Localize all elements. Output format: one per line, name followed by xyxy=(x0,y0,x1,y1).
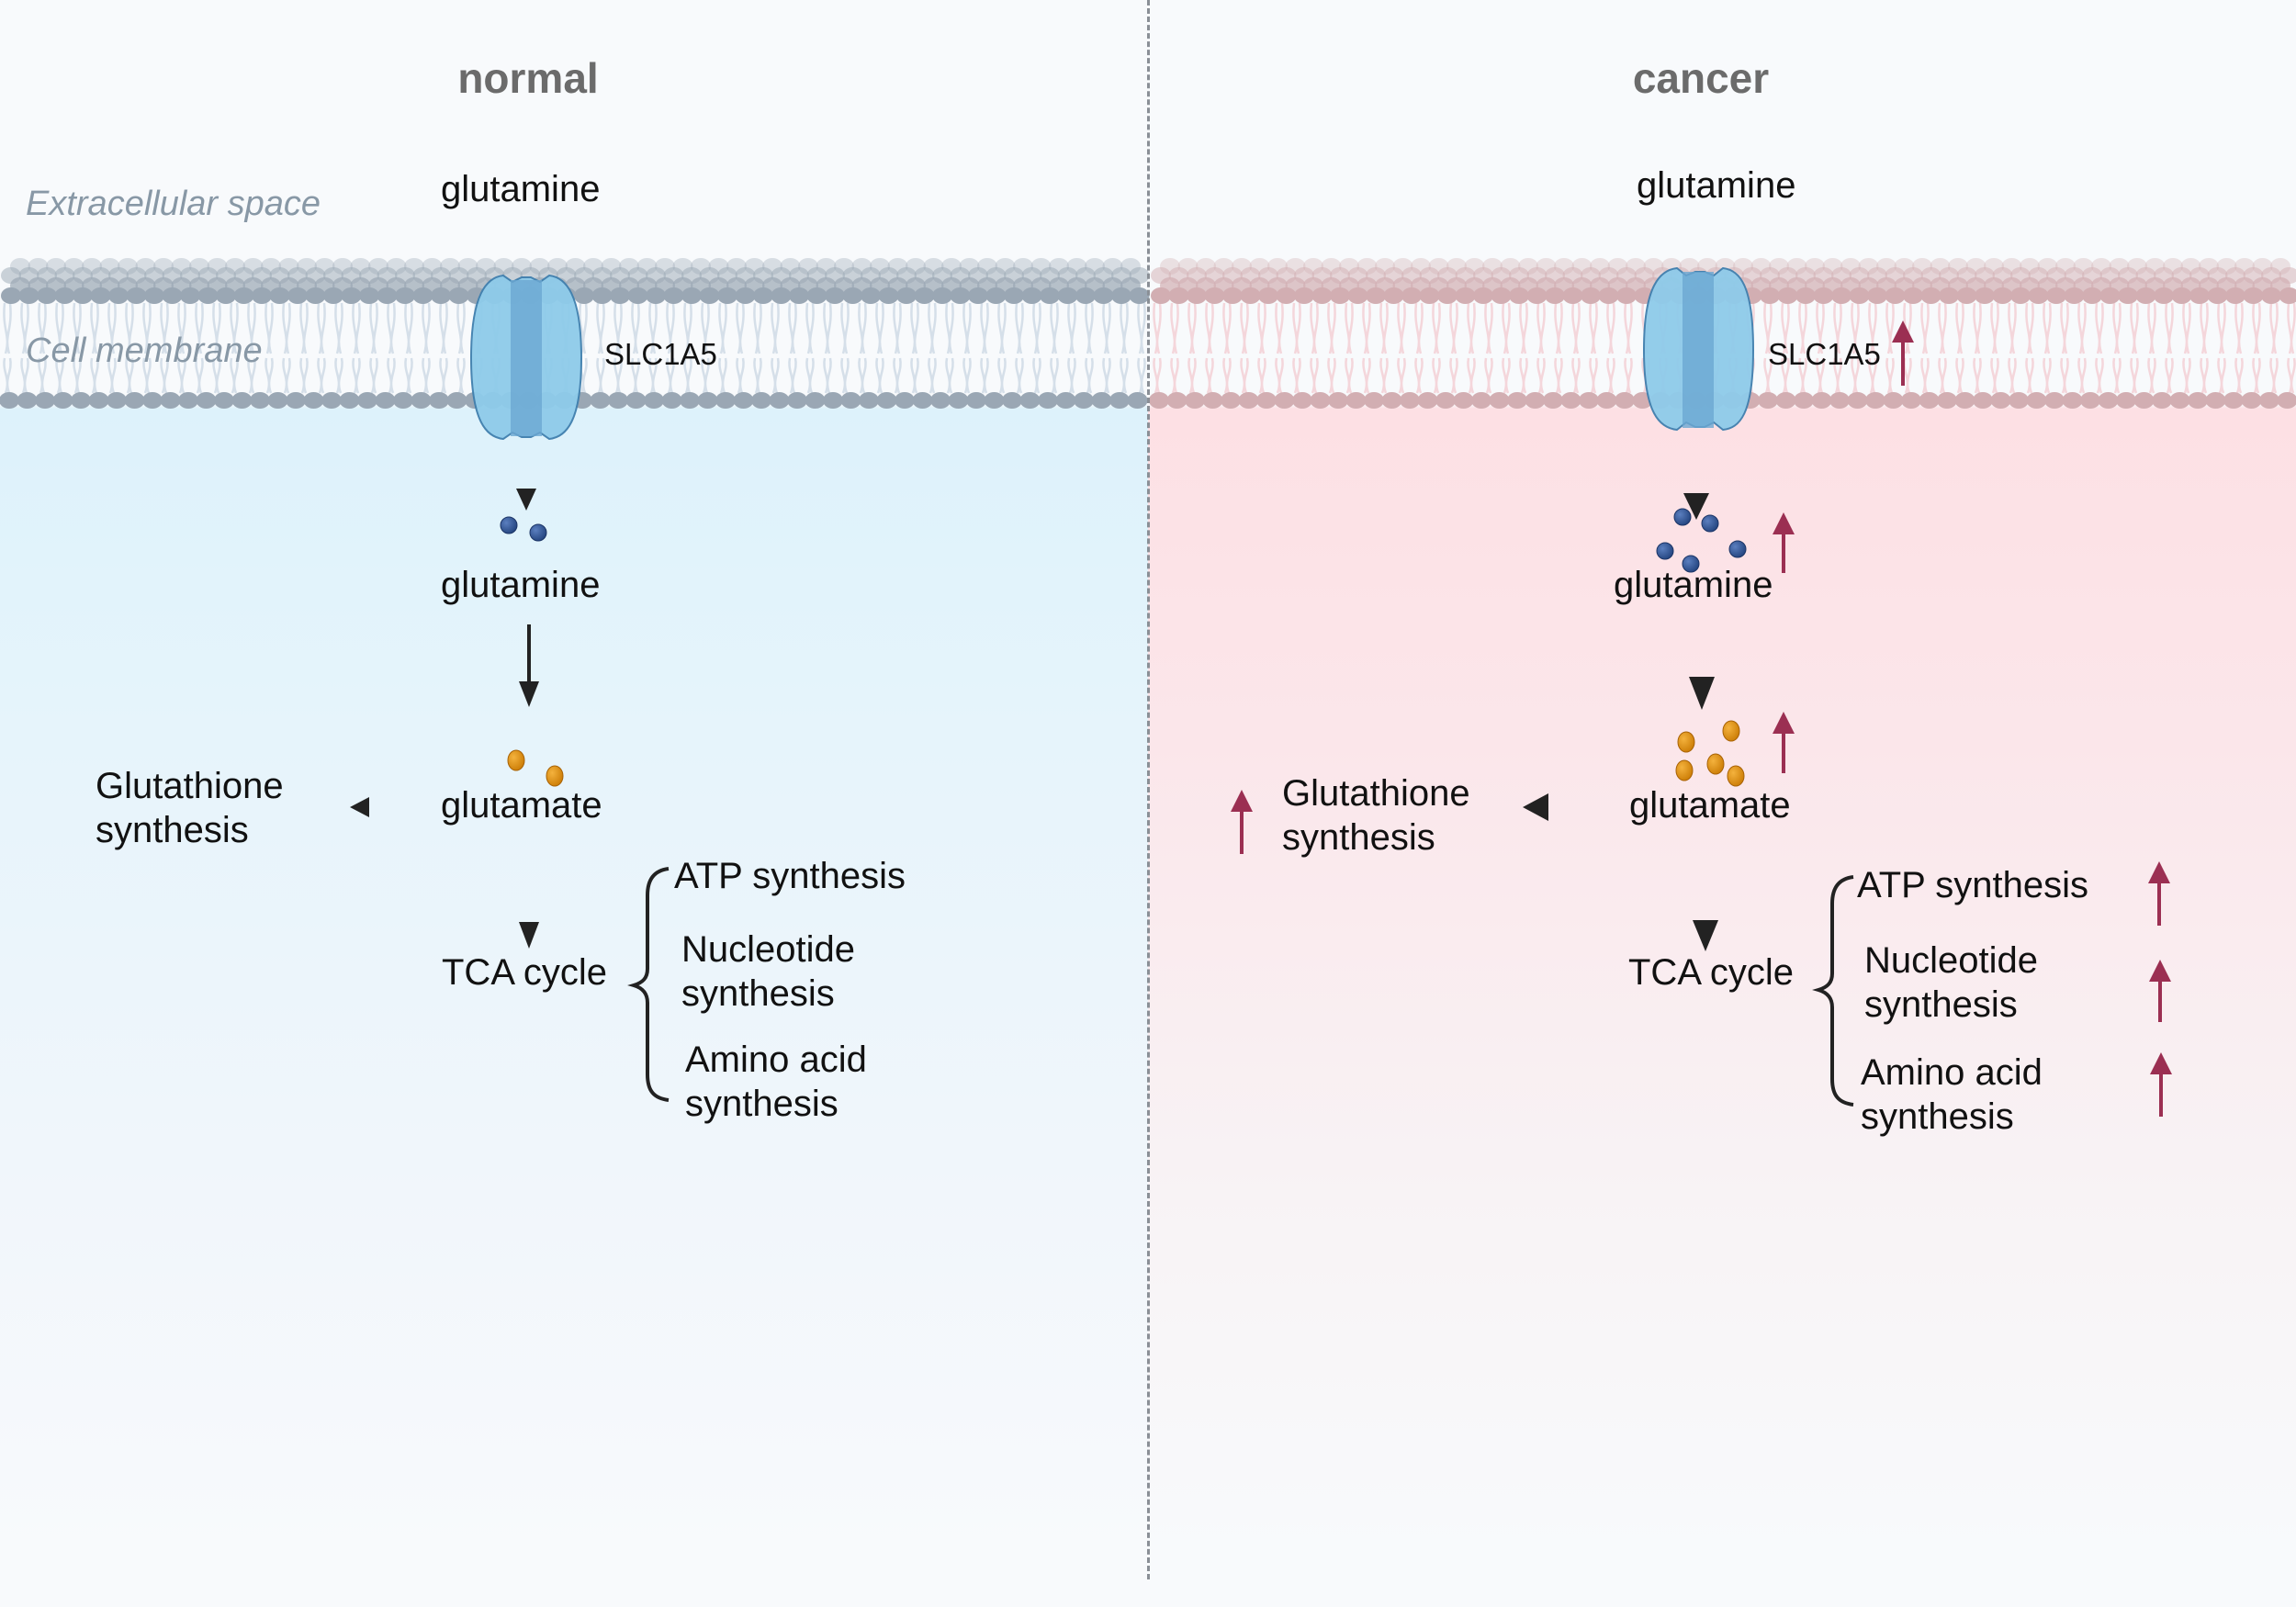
glutamate-to-tca-arrow-cancer xyxy=(1693,863,1718,951)
glutamine-molecule-normal xyxy=(500,516,518,534)
up-arrow-amino-acid-synthesis-icon xyxy=(2150,1052,2172,1117)
glutamine-molecule-cancer xyxy=(1701,514,1719,533)
up-arrow-slc1a5-icon xyxy=(1892,320,1914,386)
glutamine-molecule-cancer xyxy=(1656,542,1674,560)
glutathione-synthesis-cancer: Glutathione synthesis xyxy=(1282,773,1470,858)
upregulation-arrows xyxy=(1231,320,2172,1117)
glutamine-to-glutamate-arrow-cancer xyxy=(1689,624,1715,710)
slc1a5-label-normal: SLC1A5 xyxy=(604,337,717,371)
extracellular-space-label: Extracellular space xyxy=(26,185,321,223)
tca-cycle-normal: TCA cycle xyxy=(442,952,608,993)
up-arrow-atp-synthesis-icon xyxy=(2148,861,2170,926)
up-arrow-glutamine-icon xyxy=(1773,512,1795,573)
nucleotide-synthesis-cancer: Nucleotide synthesis xyxy=(1864,940,2039,1025)
glutamine-intracellular-cancer: glutamine xyxy=(1614,565,1773,605)
brace-cancer xyxy=(1812,875,1854,1107)
glutamate-cancer: glutamate xyxy=(1629,785,1791,826)
glutamate-to-glutathione-arrow-cancer xyxy=(1523,793,1612,821)
nucleotide-synthesis-normal: Nucleotide synthesis xyxy=(681,929,856,1014)
glutamate-molecule-normal xyxy=(507,749,525,771)
cell-membrane-label: Cell membrane xyxy=(26,332,263,370)
glutamine-intracellular-normal: glutamine xyxy=(441,565,601,605)
amino-acid-synthesis-cancer: Amino acid synthesis xyxy=(1861,1052,2043,1137)
glutamate-molecule-cancer xyxy=(1677,731,1695,753)
molecule-dots xyxy=(500,508,1747,787)
up-arrow-nucleotide-synthesis-icon xyxy=(2149,960,2171,1022)
glutamate-to-tca-arrow-normal xyxy=(519,865,539,949)
import-arrow-normal xyxy=(516,225,536,511)
slc1a5-label-cancer: SLC1A5 xyxy=(1768,337,1881,371)
glutamine-molecule-cancer xyxy=(1673,508,1692,526)
glutamine-molecule-normal xyxy=(529,523,547,542)
glutamine-to-glutamate-arrow-normal xyxy=(519,624,539,707)
glutamine-molecule-cancer xyxy=(1682,555,1700,573)
amino-acid-synthesis-normal: Amino acid synthesis xyxy=(685,1039,867,1124)
up-arrow-glutathione-synthesis-icon xyxy=(1231,790,1253,854)
glutamate-molecule-normal xyxy=(546,765,564,787)
glutamate-normal: glutamate xyxy=(441,785,602,826)
glutamine-extracellular-cancer: glutamine xyxy=(1637,165,1796,206)
panel-divider xyxy=(1147,0,1150,1579)
glutamate-molecule-cancer xyxy=(1727,765,1745,787)
atp-synthesis-cancer: ATP synthesis xyxy=(1857,865,2088,905)
glutathione-synthesis-normal: Glutathione synthesis xyxy=(96,766,284,850)
cancer-title: cancer xyxy=(1632,54,1770,102)
glutamate-molecule-cancer xyxy=(1722,720,1740,742)
glutamate-molecule-cancer xyxy=(1706,753,1725,775)
glutamine-molecule-cancer xyxy=(1728,540,1747,558)
glutamate-to-glutathione-arrow-normal xyxy=(350,797,436,817)
brace-normal xyxy=(627,867,670,1102)
import-arrow-cancer xyxy=(1683,225,1709,520)
glutamate-molecule-cancer xyxy=(1675,759,1694,781)
normal-title: normal xyxy=(457,54,599,102)
up-arrow-glutamate-icon xyxy=(1773,712,1795,773)
glutamine-extracellular-normal: glutamine xyxy=(441,169,601,209)
atp-synthesis-normal: ATP synthesis xyxy=(674,856,906,896)
tca-cycle-cancer: TCA cycle xyxy=(1628,952,1795,993)
